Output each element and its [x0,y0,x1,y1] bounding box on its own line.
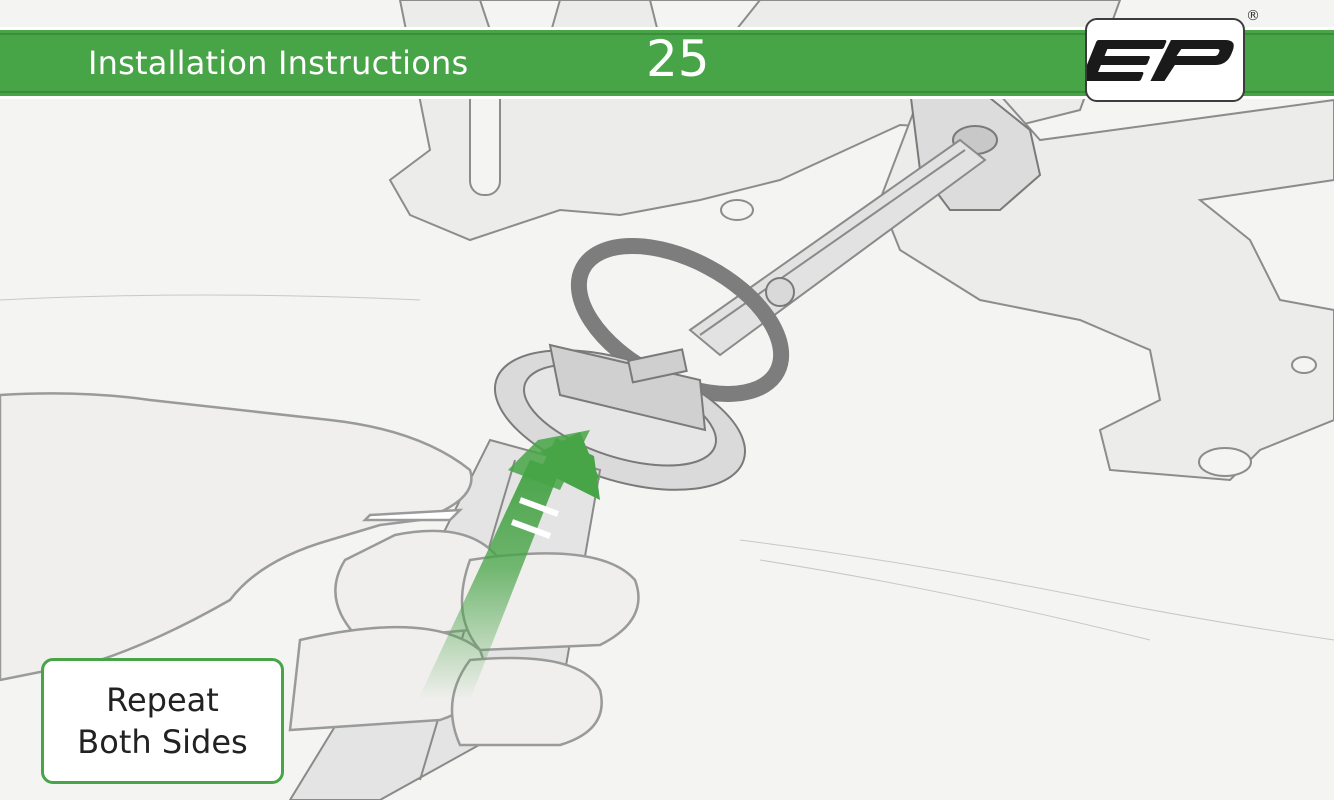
screw-icon [766,278,794,306]
page-title: Installation Instructions [88,44,468,82]
repeat-callout: Repeat Both Sides [41,658,284,784]
repeat-callout-text: Repeat Both Sides [77,679,247,763]
page-number: 25 [646,30,710,88]
registered-mark: ® [1246,8,1260,24]
ep-logo-icon [1087,20,1243,100]
repeat-callout-line2: Both Sides [77,721,247,763]
ep-logo [1085,18,1245,102]
repeat-callout-line1: Repeat [77,679,247,721]
